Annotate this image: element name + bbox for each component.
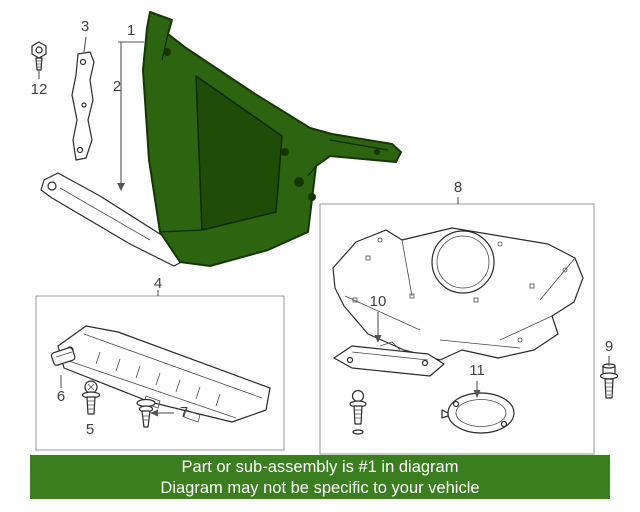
support-bracket-part[interactable] <box>333 341 445 377</box>
callout-12[interactable]: 12 <box>30 81 48 98</box>
callout-leader-line <box>117 41 144 191</box>
callout-5[interactable]: 5 <box>85 421 95 438</box>
callout-9[interactable]: 9 <box>604 338 614 355</box>
callout-10[interactable]: 10 <box>369 293 387 310</box>
push-clip-icon[interactable] <box>136 398 156 428</box>
mounting-bracket-part[interactable] <box>71 51 95 161</box>
callout-1[interactable]: 1 <box>126 22 136 39</box>
under-cover-part[interactable] <box>332 227 584 361</box>
group-box-8 <box>319 203 595 455</box>
callout-3[interactable]: 3 <box>80 18 90 35</box>
retainer-block-icon[interactable] <box>50 347 76 366</box>
callout-7[interactable]: 7 <box>179 404 189 421</box>
round-access-cover-part[interactable] <box>441 392 515 434</box>
radiator-support-part[interactable] <box>142 11 402 267</box>
bolt-icon[interactable] <box>599 363 619 399</box>
bolt-icon[interactable] <box>349 389 367 435</box>
bolt-icon[interactable] <box>81 380 101 415</box>
callout-8[interactable]: 8 <box>453 179 463 196</box>
callout-4[interactable]: 4 <box>153 275 163 292</box>
callout-leader-line <box>150 409 174 417</box>
callout-leader-line <box>473 381 481 398</box>
banner-line-1: Part or sub-assembly is #1 in diagram <box>181 457 459 476</box>
callout-2[interactable]: 2 <box>112 78 122 95</box>
callout-6[interactable]: 6 <box>56 388 66 405</box>
note-banner: Part or sub-assembly is #1 in diagram Di… <box>30 455 610 499</box>
callout-11[interactable]: 11 <box>469 362 485 379</box>
callout-leader-line <box>83 36 87 53</box>
screw-clip-icon[interactable] <box>31 41 47 71</box>
callout-leader-line <box>374 312 382 343</box>
group-box-4 <box>35 295 285 451</box>
banner-line-2: Diagram may not be specific to your vehi… <box>160 478 480 497</box>
